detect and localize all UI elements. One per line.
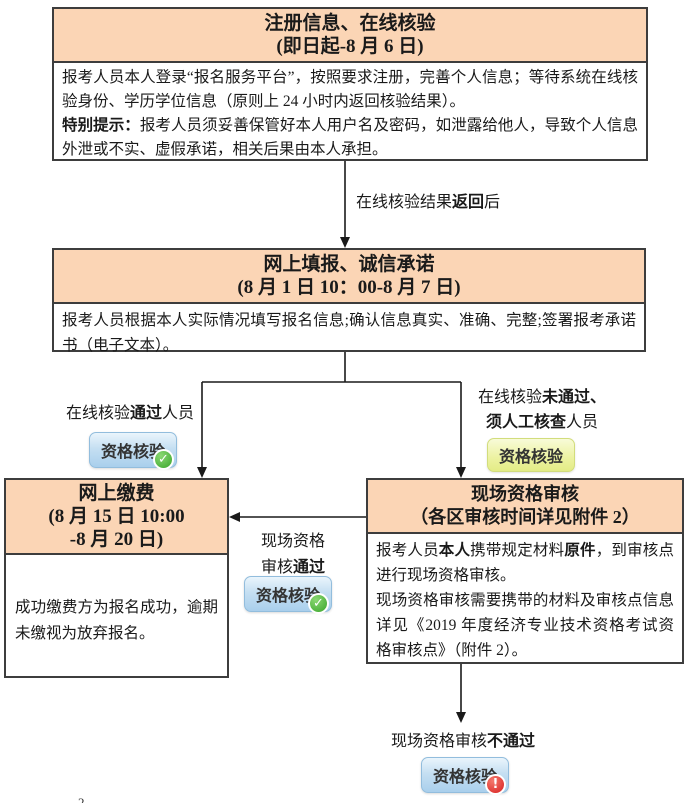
edge-left-bold: 通过 — [129, 405, 162, 422]
step-onsite-title: 现场资格审核 — [471, 484, 579, 504]
edge-right-bold-2: 须人工核查 — [485, 414, 566, 431]
step-register-title: 注册信息、在线核验 — [264, 13, 436, 34]
edge-left-text: 在线核验 — [65, 405, 130, 422]
step-fill-header: 网上填报、诚信承诺 (8 月 1 日 10：00-8 月 7 日) — [54, 250, 644, 304]
arrowhead-down-fail — [456, 712, 466, 723]
edge-right-bold-1: 未通过、 — [542, 389, 607, 406]
step-onsite-dates: （各区审核时间详见附件 2） — [410, 507, 640, 527]
step-register-dates: (即日起-8 月 6 日) — [276, 36, 424, 57]
arrowhead-left-box3 — [229, 512, 240, 522]
page-number: 2 — [78, 795, 85, 803]
special-note-text: 报考人员须妥善保管好本人用户名及密码，如泄露给他人，导致个人信息外泄或不实、虚假… — [62, 117, 638, 158]
step-fill-body: 报考人员根据本人实际情况填写报名信息;确认信息真实、准确、完整;签署报考承诺书（… — [54, 304, 644, 362]
edge-label-onsite-fail: 现场资格审核不通过 — [385, 729, 541, 754]
edge-left-text-post: 人员 — [162, 405, 195, 422]
step-register-body: 报考人员本人登录“报名服务平台”，按照要求注册，完善个人信息；等待系统在线核验身… — [54, 63, 646, 165]
arrowhead-down-box3 — [197, 467, 207, 478]
step-pay-body: 成功缴费方为报名成功，逾期未缴视为放弃报名。 — [6, 555, 227, 647]
step-register-text: 报考人员本人登录“报名服务平台”，按照要求注册，完善个人信息；等待系统在线核验身… — [62, 69, 638, 110]
check-icon: ✓ — [308, 593, 329, 614]
qualification-check-badge-online-pass[interactable]: 资格核验 ✓ — [89, 432, 177, 470]
badge-label: 资格核验 — [432, 769, 497, 786]
step-onsite-box: 现场资格审核 （各区审核时间详见附件 2） 报考人员本人携带规定材料原件，到审核… — [366, 478, 684, 664]
arrowhead-down-box2 — [340, 237, 350, 248]
step-onsite-header: 现场资格审核 （各区审核时间详见附件 2） — [368, 480, 682, 534]
step-pay-dates-2: -8 月 20 日) — [69, 529, 164, 550]
step-register-header: 注册信息、在线核验 (即日起-8 月 6 日) — [54, 9, 646, 63]
edge-right-text-post: 人员 — [566, 414, 599, 431]
edge-bottom-text: 现场资格审核 — [390, 733, 487, 750]
step-fill-title: 网上填报、诚信承诺 — [263, 254, 435, 275]
edge-label-online-fail: 在线核验未通过、 须人工核查人员 — [452, 385, 632, 435]
step-fill-box: 网上填报、诚信承诺 (8 月 1 日 10：00-8 月 7 日) 报考人员根据… — [52, 248, 646, 354]
step-pay-header: 网上缴费 (8 月 15 日 10:00 -8 月 20 日) — [6, 480, 227, 555]
step-pay-box: 网上缴费 (8 月 15 日 10:00 -8 月 20 日) 成功缴费方为报名… — [4, 478, 229, 678]
step-register-box: 注册信息、在线核验 (即日起-8 月 6 日) 报考人员本人登录“报名服务平台”… — [52, 7, 648, 161]
arrowhead-down-box4 — [456, 467, 466, 478]
step-fill-text: 报考人员根据本人实际情况填写报名信息;确认信息真实、准确、完整;签署报考承诺书（… — [62, 312, 636, 354]
check-icon: ✓ — [153, 449, 174, 470]
step-onsite-bold-self: 本人 — [438, 542, 471, 559]
step-pay-dates-1: (8 月 15 日 10:00 — [48, 506, 185, 527]
edge-right-text: 在线核验 — [477, 389, 542, 406]
badge-label: 资格核验 — [100, 444, 165, 461]
edge-bottom-bold: 不通过 — [487, 733, 536, 750]
alert-icon: ! — [485, 774, 506, 795]
step-onsite-body: 报考人员本人携带规定材料原件，到审核点进行现场资格审核。 现场资格审核需要携带的… — [368, 534, 682, 667]
edge1-bold: 返回 — [452, 194, 485, 211]
edge1-text-post: 后 — [484, 194, 501, 211]
badge-label: 资格核验 — [255, 588, 320, 605]
step-onsite-text-mid: 携带规定材料 — [470, 542, 565, 559]
edge-label-result-returned: 在线核验结果返回后 — [356, 190, 500, 215]
qualification-check-badge-onsite-fail[interactable]: 资格核验 ! — [421, 757, 509, 795]
edge-label-onsite-pass: 现场资格 审核通过 — [247, 529, 339, 581]
special-note-label: 特别提示： — [62, 117, 140, 134]
step-onsite-text: 报考人员 — [376, 542, 439, 559]
step-onsite-bold-original: 原件 — [564, 542, 596, 559]
step-pay-text: 成功缴费方为报名成功，逾期未缴视为放弃报名。 — [15, 599, 218, 642]
qualification-check-badge-onsite-pass[interactable]: 资格核验 ✓ — [244, 576, 332, 614]
badge-label: 资格核验 — [498, 449, 563, 466]
edge-mid-bold: 通过 — [293, 559, 326, 576]
qualification-check-badge-manual-review[interactable]: 资格核验 — [487, 438, 575, 472]
edge-mid-line1: 现场资格 — [260, 533, 325, 550]
edge-mid-line2: 审核 — [260, 559, 293, 576]
step-fill-dates: (8 月 1 日 10：00-8 月 7 日) — [237, 277, 461, 298]
step-pay-title: 网上缴费 — [78, 483, 155, 504]
edge1-text: 在线核验结果 — [356, 194, 453, 211]
step-onsite-text-2: 现场资格审核需要携带的材料及审核点信息详见《2019 年度经济专业技术资格考试资… — [376, 592, 674, 659]
step-onsite-text-post: ，到审核点进行现场资格审核。 — [376, 542, 674, 584]
edge-label-online-pass: 在线核验通过人员 — [55, 401, 205, 426]
